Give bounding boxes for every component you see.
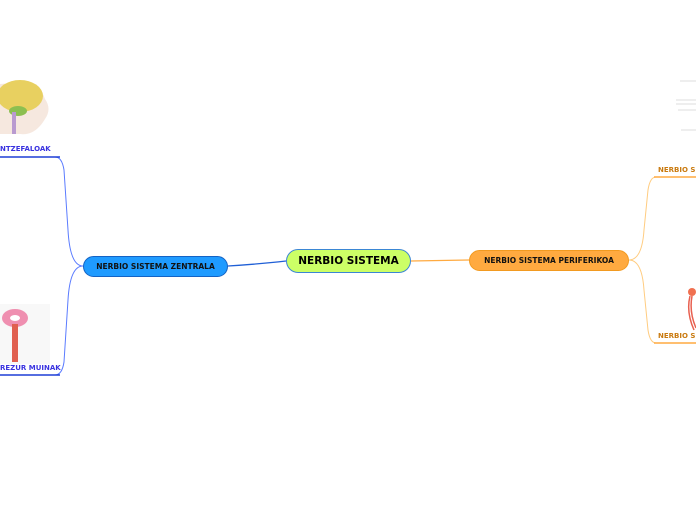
peripheral-nervous-system-node[interactable]: NERBIO SISTEMA PERIFERIKOA [469,250,629,271]
rezur-muinak-node[interactable]: REZUR MUINAK [0,364,61,372]
entzefaloak-node[interactable]: NTZEFALOAK [0,145,51,153]
spinal-cord-image [0,304,50,364]
connector-peri-top [628,176,696,261]
connector-peri-bottom [628,259,696,344]
central-nervous-system-node[interactable]: NERBIO SISTEMA ZENTRALA [83,256,228,277]
connector-central-entzefaloak [0,156,84,267]
peripheral-child-bottom-node[interactable]: NERBIO SI [658,332,696,340]
connector-root-central [227,260,287,267]
spinal-nerves-image [687,288,696,331]
nerve-table-image [676,80,696,131]
peripheral-child-top-node[interactable]: NERBIO SI [658,166,696,174]
root-node[interactable]: NERBIO SISTEMA [286,249,411,273]
brain-image [0,80,49,135]
connector-root-peri [410,259,470,262]
